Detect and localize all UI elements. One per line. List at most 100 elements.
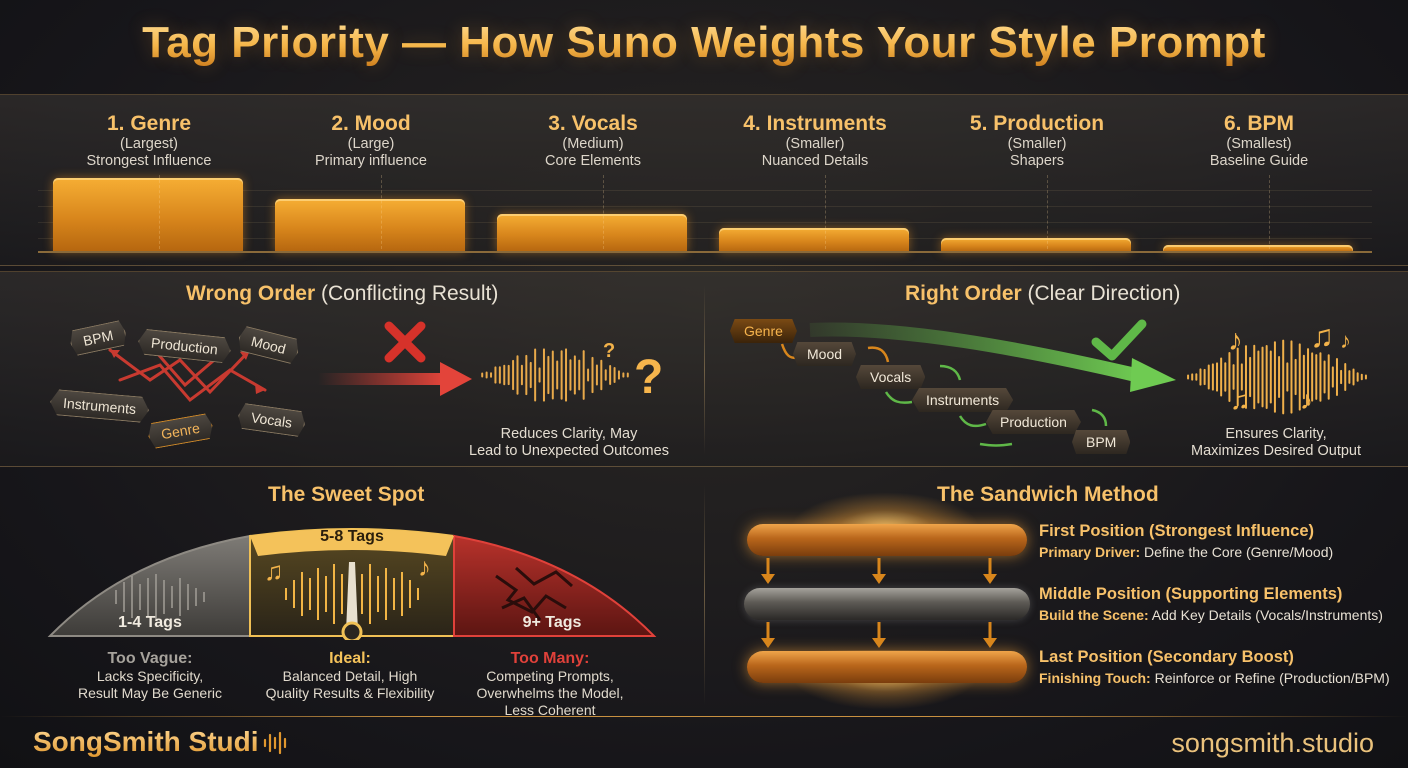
priority-name: 2. Mood: [331, 112, 411, 135]
segment-desc-few: Too Vague: Lacks Specificity, Result May…: [60, 650, 240, 702]
priority-desc: Shapers: [1009, 153, 1064, 169]
right-check-icon: [1091, 319, 1147, 361]
sandwich-lead: Primary Driver:: [1039, 544, 1141, 560]
sandwich-desc-last: Last Position (Secondary Boost) Finishin…: [1039, 648, 1390, 686]
sandwich-layer-top: [747, 524, 1027, 556]
site-url[interactable]: songsmith.studio: [1171, 728, 1374, 758]
music-note-icon: ♫: [1230, 385, 1250, 415]
column-divider: [381, 175, 382, 249]
sandwich-title: First Position (Strongest Influence): [1039, 522, 1315, 540]
column-divider: [825, 175, 826, 249]
priority-item-vocals: 3. Vocals (Medium) Core Elements: [482, 112, 704, 170]
right-tag-vocals: Vocals: [856, 365, 926, 389]
right-tag-production: Production: [986, 410, 1081, 434]
wrong-caption-line2: Lead to Unexpected Outcomes: [469, 443, 669, 459]
distorted-waveform-icon: [481, 348, 629, 402]
priority-item-bpm: 6. BPM (Smallest) Baseline Guide: [1148, 112, 1370, 170]
wrong-x-icon: [384, 321, 426, 363]
right-flow-arrow: [809, 322, 1176, 392]
priority-item-instruments: 4. Instruments (Smaller) Nuanced Details: [704, 112, 926, 170]
priority-size: (Smaller): [785, 136, 845, 152]
segment-label-ideal: 5-8 Tags: [320, 528, 384, 545]
question-big-icon: ?: [634, 351, 664, 404]
brand-name: SongSmith Studi: [33, 726, 259, 757]
wrong-order-arrows: [108, 343, 267, 403]
step-arrows: [780, 343, 1108, 447]
sandwich-text: Define the Core (Genre/Mood): [1140, 544, 1334, 560]
priority-desc: Core Elements: [545, 153, 641, 169]
sweet-spot-gauge: [47, 528, 657, 640]
right-order-caption: Ensures Clarity, Maximizes Desired Outpu…: [1156, 426, 1396, 460]
desc-body: Balanced Detail, High: [282, 668, 418, 684]
sandwich-title: Last Position (Secondary Boost): [1039, 648, 1294, 666]
clear-waveform-icon: [1187, 339, 1367, 415]
priority-size: (Smaller): [1007, 136, 1067, 152]
right-order-heading: Right Order (Clear Direction): [905, 282, 1180, 306]
priority-bar: [53, 178, 243, 252]
priority-name: 6. BPM: [1223, 112, 1294, 135]
wrong-order-subtitle: (Conflicting Result): [315, 282, 499, 305]
sandwich-text: Reinforce or Refine (Production/BPM): [1150, 670, 1390, 686]
sandwich-lead: Build the Scene:: [1039, 607, 1149, 623]
priority-item-production: 5. Production (Smaller) Shapers: [926, 112, 1148, 170]
priority-name: 5. Production: [969, 112, 1105, 135]
wrong-arrow-icon: [318, 362, 472, 396]
sandwich-text: Add Key Details (Vocals/Instruments): [1148, 607, 1383, 623]
priority-name: 4. Instruments: [743, 112, 887, 135]
desc-body: Competing Prompts,: [486, 668, 614, 684]
order-divider: [704, 285, 705, 455]
gridline: [38, 238, 1372, 239]
priority-item-genre: 1. Genre (Largest) Strongest Influence: [38, 112, 260, 170]
priority-bar: [941, 238, 1131, 252]
desc-body: Lacks Specificity,: [96, 668, 204, 684]
page-title: Tag Priority — How Suno Weights Your Sty…: [0, 18, 1408, 68]
music-note-icon: ♫: [1310, 318, 1334, 354]
segment-label-many: 9+ Tags: [522, 614, 582, 631]
gauge-note-icon: ♪: [418, 552, 431, 582]
segment-desc-many: Too Many: Competing Prompts, Overwhelms …: [460, 650, 640, 719]
column-divider: [1269, 175, 1270, 249]
desc-title: Too Many:: [510, 650, 590, 667]
desc-title: Too Vague:: [107, 650, 193, 667]
desc-body: Overwhelms the Model,: [476, 685, 624, 701]
priority-bar: [275, 199, 465, 252]
sandwich-lead: Finishing Touch:: [1039, 670, 1151, 686]
priority-bars: [38, 175, 1372, 252]
music-note-icon: ♪: [1340, 328, 1351, 353]
column-divider: [159, 175, 160, 249]
music-note-icon: ♪: [1300, 385, 1313, 415]
priority-bar: [497, 214, 687, 252]
gridline: [38, 206, 1372, 207]
priority-size: (Largest): [119, 136, 179, 152]
sweet-spot-heading: The Sweet Spot: [268, 483, 425, 506]
priority-item-mood: 2. Mood (Large) Primary influence: [260, 112, 482, 170]
sandwich-layer-bottom: [747, 651, 1027, 683]
wrong-caption-line1: Reduces Clarity, May: [500, 426, 638, 442]
priority-name: 3. Vocals: [548, 112, 638, 135]
desc-body: Quality Results & Flexibility: [265, 685, 435, 701]
gridline: [38, 190, 1372, 191]
segment-desc-ideal: Ideal: Balanced Detail, High Quality Res…: [250, 650, 450, 702]
sandwich-title: Middle Position (Supporting Elements): [1039, 585, 1343, 603]
priority-desc: Primary influence: [314, 153, 427, 169]
priority-bar: [1163, 245, 1353, 252]
wrong-order-caption: Reduces Clarity, May Lead to Unexpected …: [449, 426, 689, 460]
column-divider: [1047, 175, 1048, 249]
desc-body: Result May Be Generic: [78, 685, 222, 701]
sandwich-body: Build the Scene: Add Key Details (Vocals…: [1039, 607, 1383, 623]
right-order-subtitle: (Clear Direction): [1021, 282, 1181, 305]
priority-baseline: [38, 251, 1372, 253]
sandwich-desc-middle: Middle Position (Supporting Elements) Bu…: [1039, 585, 1383, 623]
question-small-icon: ?: [603, 340, 616, 362]
sandwich-body: Finishing Touch: Reinforce or Refine (Pr…: [1039, 670, 1390, 686]
right-order-title: Right Order: [905, 282, 1022, 305]
wrong-order-title: Wrong Order: [186, 282, 316, 305]
priority-desc: Strongest Influence: [86, 153, 212, 169]
priority-bar: [719, 228, 909, 252]
wrong-order-heading: Wrong Order (Conflicting Result): [186, 282, 498, 306]
priority-desc: Baseline Guide: [1209, 153, 1309, 169]
priority-name: 1. Genre: [106, 112, 192, 135]
desc-title: Ideal:: [329, 650, 371, 667]
column-divider: [603, 175, 604, 249]
priority-size: (Smallest): [1226, 136, 1292, 152]
